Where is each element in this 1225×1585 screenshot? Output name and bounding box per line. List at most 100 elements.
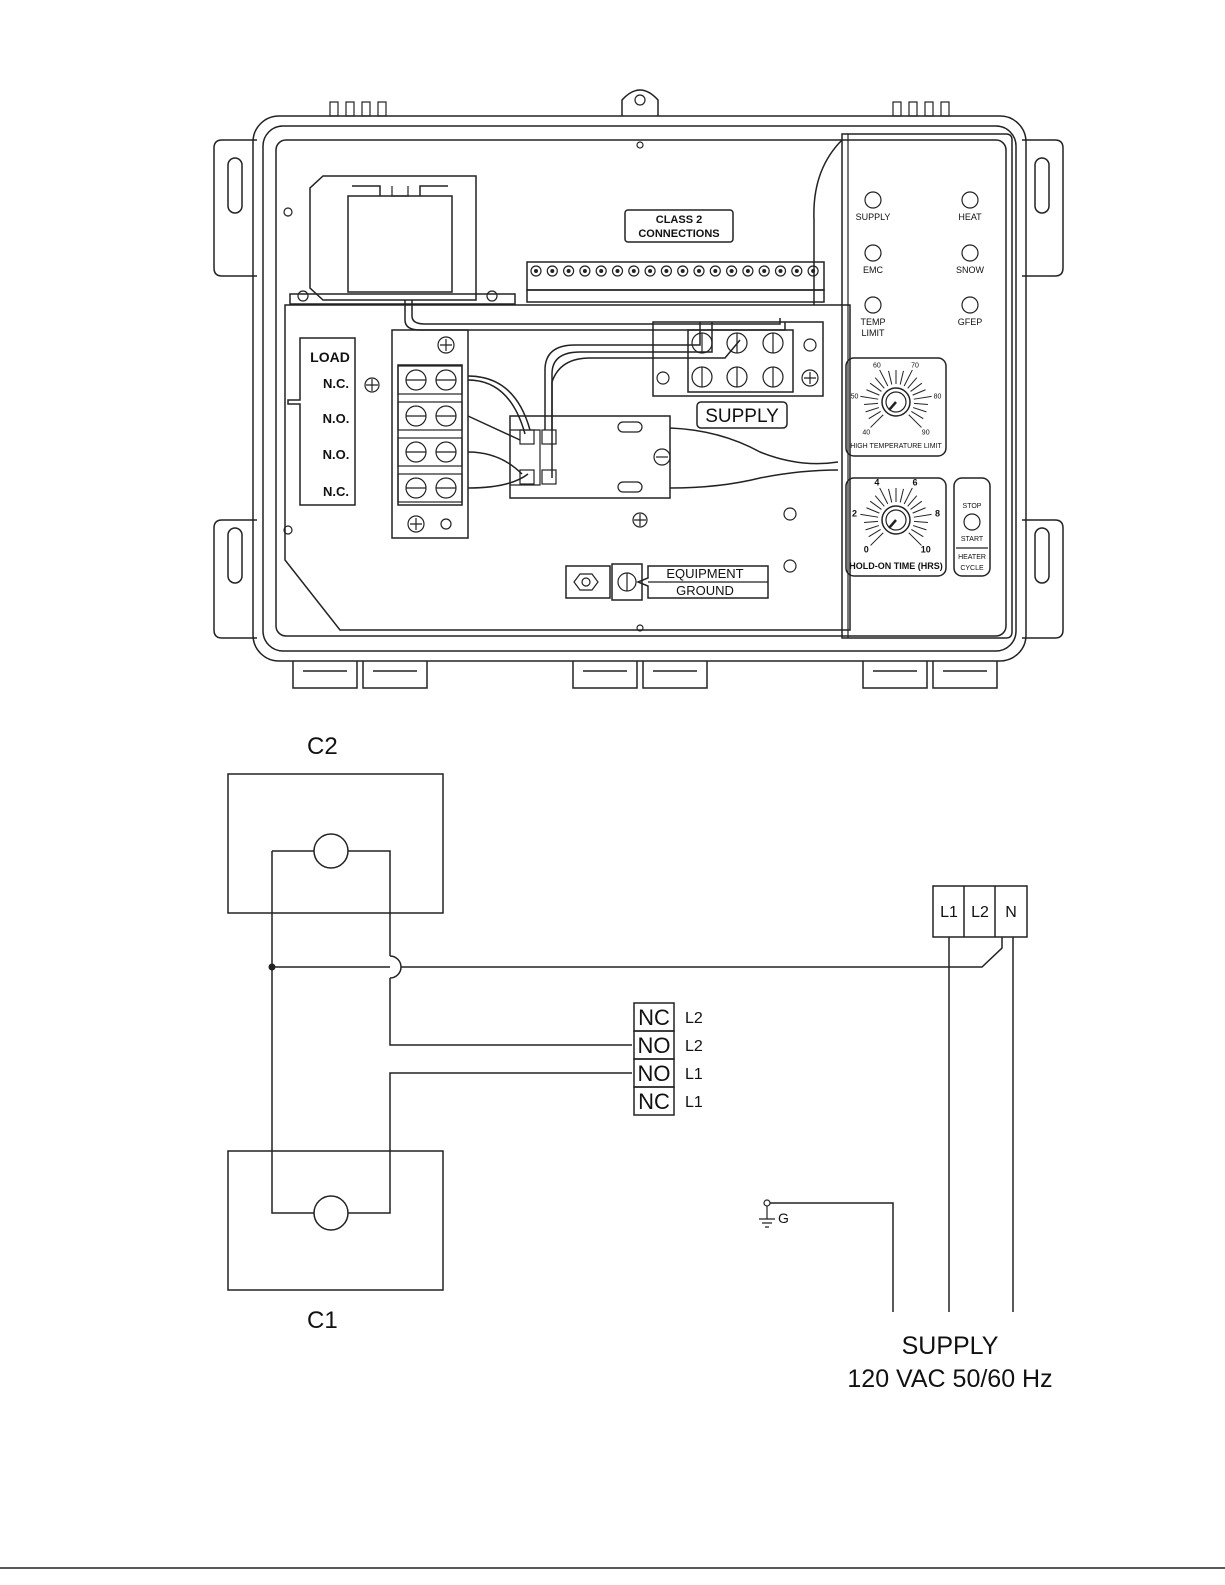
- heater-cycle-switch: STOP START HEATER CYCLE: [954, 478, 990, 576]
- class2-line1: CLASS 2: [656, 214, 702, 226]
- supply-rating: 120 VAC 50/60 Hz: [847, 1365, 1052, 1393]
- dial-tick-label: 70: [911, 363, 919, 370]
- screw-top: [637, 142, 643, 148]
- dial-tick: [913, 508, 926, 513]
- class2-terminal-screw-center: [762, 269, 766, 273]
- relay-terminal-line: L1: [685, 1066, 703, 1083]
- dial-tick: [914, 396, 932, 399]
- dial-tick: [869, 411, 881, 418]
- relay-terminal-name: NO: [638, 1033, 671, 1058]
- indicator-light: [962, 297, 978, 313]
- class2-label: CLASS 2 CONNECTIONS: [625, 210, 733, 242]
- bottom-feet: [293, 661, 997, 688]
- ground-symbol: G: [759, 1200, 893, 1312]
- dial-tick: [869, 529, 881, 536]
- dial-tick-label: 60: [873, 363, 881, 370]
- top-tabs-right: [893, 102, 949, 116]
- relay-terminal-name: NC: [638, 1005, 670, 1030]
- enclosure-outer: [253, 116, 1026, 661]
- dial-tick-label: 40: [862, 430, 870, 437]
- load-row-2: N.O.: [323, 411, 350, 426]
- hold-on-title: HOLD-ON TIME (HRS): [849, 561, 943, 571]
- heater-cycle-button: [964, 514, 980, 530]
- ground-screw-load: [365, 378, 379, 392]
- mount-ear-left-top: [214, 140, 257, 276]
- indicator-label: LIMIT: [861, 328, 885, 338]
- class2-terminal-screw-center: [534, 269, 538, 273]
- load-terminal-block: [392, 330, 468, 538]
- class2-terminal-screw-center: [599, 269, 603, 273]
- class2-terminal-screw-center: [681, 269, 685, 273]
- wire-crossover: [390, 956, 401, 978]
- dial-tick: [908, 378, 917, 389]
- class2-terminal-screw-center: [664, 269, 668, 273]
- c1-box: [228, 1151, 443, 1290]
- supply-terminal-n: N: [1005, 904, 1017, 921]
- relay-terminal-line: L2: [685, 1010, 703, 1027]
- indicator-light: [865, 192, 881, 208]
- indicator-label: SNOW: [956, 265, 985, 275]
- indicator-light: [962, 192, 978, 208]
- dial-tick-label: 8: [935, 508, 940, 518]
- dial-tick: [913, 390, 926, 395]
- class2-terminal-screw-center: [632, 269, 636, 273]
- high-temperature-dial: 405060708090 HIGH TEMPERATURE LIMIT: [846, 358, 946, 456]
- dial-tick: [866, 408, 879, 412]
- supply-terminal-l1: L1: [940, 904, 958, 921]
- dial-tick: [866, 508, 879, 513]
- class2-terminal-screw-center: [616, 269, 620, 273]
- indicator-lights: SUPPLYHEATEMCSNOWTEMPLIMITGFEP: [856, 192, 985, 338]
- dial-tick: [913, 408, 926, 412]
- mount-ear-right-bottom: [1022, 520, 1063, 638]
- supply-block-hole: [657, 372, 669, 384]
- dial-tick: [914, 514, 932, 517]
- indicator-label: EMC: [863, 265, 884, 275]
- supply-block-hole: [804, 339, 816, 351]
- load-block-screw-cross: [410, 518, 422, 530]
- indicator-light: [865, 297, 881, 313]
- c2-box: [228, 774, 443, 913]
- dial-tick: [911, 411, 923, 418]
- class2-terminal-screw-center: [648, 269, 652, 273]
- supply-label: SUPPLY: [705, 406, 779, 427]
- dial-tick-label: 6: [913, 478, 918, 488]
- load-label-plate: LOAD N.C. N.O. N.O. N.C.: [288, 338, 355, 505]
- c1-heater-icon: [314, 1196, 348, 1230]
- hold-on-time-dial: 0246810 HOLD-ON TIME (HRS): [846, 478, 946, 576]
- supply-title: SUPPLY: [902, 1332, 999, 1360]
- heater-cycle-title-1: HEATER: [958, 554, 986, 561]
- dial-tick: [864, 521, 878, 522]
- dial-tick: [875, 496, 884, 507]
- dial-tick: [911, 383, 922, 391]
- wiring-schematic: C2 C1 NCL2NOL2NOL1NCL1 L1 L2 N: [228, 733, 1053, 1393]
- relay-terminal-name: NC: [638, 1089, 670, 1114]
- enclosure-inner: [263, 126, 1016, 651]
- class2-terminal-screw-center: [550, 269, 554, 273]
- supply-label-plate: SUPPLY: [697, 402, 787, 428]
- class2-terminal-screw-center: [730, 269, 734, 273]
- relay: [510, 416, 670, 498]
- controller-panel: CLASS 2 CONNECTIONS LOAD N.C. N.O. N.O. …: [214, 90, 1063, 688]
- dial-tick: [866, 526, 879, 530]
- top-tabs-left: [330, 102, 386, 116]
- heater-cycle-start: START: [961, 536, 984, 543]
- dial-tick: [900, 371, 903, 385]
- c2-heater-icon: [314, 834, 348, 868]
- load-block-hole: [441, 519, 451, 529]
- class2-terminal-screw-center: [795, 269, 799, 273]
- dial-tick: [875, 378, 884, 389]
- dial-pointer: [889, 402, 896, 410]
- dial-tick: [913, 526, 926, 530]
- load-row-1: N.C.: [323, 376, 349, 391]
- dial-tick: [908, 496, 917, 507]
- relay-terminal-name: NO: [638, 1061, 671, 1086]
- dial-tick: [860, 514, 878, 517]
- indicator-label: TEMP: [860, 317, 885, 327]
- class2-terminal-screw-center: [583, 269, 587, 273]
- dial-tick: [914, 403, 928, 404]
- dial-tick-label: 50: [851, 393, 859, 400]
- dial-tick: [864, 403, 878, 404]
- equipment-ground-line1: EQUIPMENT: [666, 566, 743, 581]
- class2-terminal-screw-center: [697, 269, 701, 273]
